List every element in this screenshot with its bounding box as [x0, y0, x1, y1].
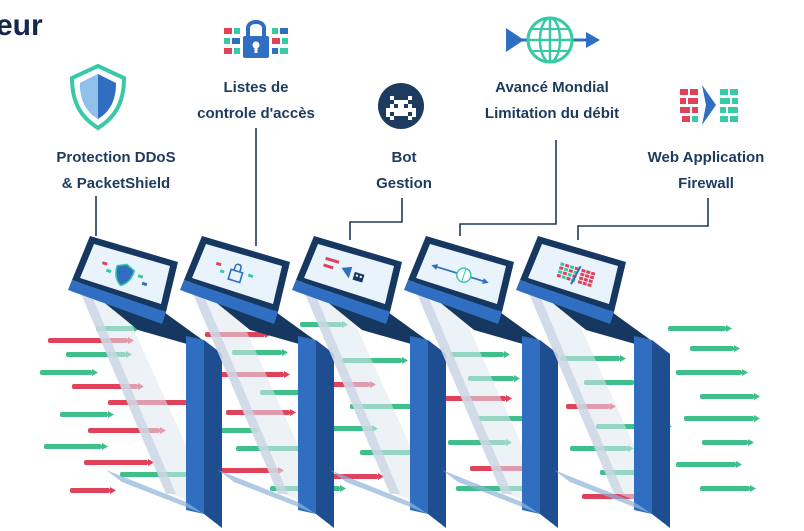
label-waf-line-1: Web Application	[647, 149, 765, 166]
packet-arrow	[676, 369, 748, 376]
packet-arrow	[60, 411, 114, 418]
packet-arrow	[690, 345, 740, 352]
packet-arrow	[84, 459, 154, 466]
gate-3	[292, 236, 446, 528]
label-bot-line-2: Gestion	[376, 175, 432, 192]
screen-shield-icon	[101, 261, 148, 287]
connector-lines	[95, 128, 709, 246]
page-title: eur	[0, 9, 43, 42]
label-bot-management: Bot Gestion	[362, 145, 446, 197]
firewall-grid-icon	[680, 85, 738, 125]
label-ddos-line-2: & PacketShield	[61, 175, 171, 192]
packet-arrow	[684, 415, 760, 422]
screen-bot-icon	[323, 256, 365, 283]
packet-arrow	[676, 461, 742, 468]
gate-5	[516, 236, 670, 528]
padlock-icon	[224, 20, 288, 58]
gate-stack	[68, 236, 670, 528]
packet-arrow	[700, 485, 756, 492]
label-web-application-firewall: Web Application Firewall	[618, 145, 794, 197]
label-ddos-line-1: Protection DDoS	[56, 149, 176, 166]
packet-arrow	[70, 487, 116, 494]
packet-arrow	[702, 439, 754, 446]
label-rate-limiting: Avancé Mondial Limitation du débit	[452, 75, 652, 127]
globe-arrow-icon	[506, 16, 600, 64]
label-rate-line-1: Avancé Mondial	[495, 79, 609, 96]
label-acl-line-2: controle d'accès	[197, 105, 315, 122]
label-bot-line-1: Bot	[391, 149, 417, 166]
connector-bot	[349, 198, 403, 240]
gate-2	[180, 236, 334, 528]
packet-arrow	[668, 325, 732, 332]
shield-icon	[69, 63, 127, 131]
screen-globe-icon	[431, 264, 489, 284]
gate-1	[68, 236, 222, 528]
label-access-control-lists: Listes de controle d'accès	[166, 75, 346, 127]
gate-4	[404, 236, 558, 528]
label-ddos-protection: Protection DDoS & PacketShield	[32, 145, 200, 197]
connector-waf	[577, 198, 709, 240]
label-waf-line-2: Firewall	[678, 175, 734, 192]
label-acl-line-1: Listes de	[223, 79, 289, 96]
packet-arrow	[700, 393, 760, 400]
screen-lock-icon	[215, 261, 254, 284]
screen-wall-icon	[556, 262, 596, 288]
packet-arrow	[44, 443, 108, 450]
connector-rate	[459, 140, 557, 236]
space-invader-icon	[378, 83, 424, 129]
packet-arrow	[40, 369, 98, 376]
label-rate-line-2: Limitation du débit	[484, 105, 620, 122]
